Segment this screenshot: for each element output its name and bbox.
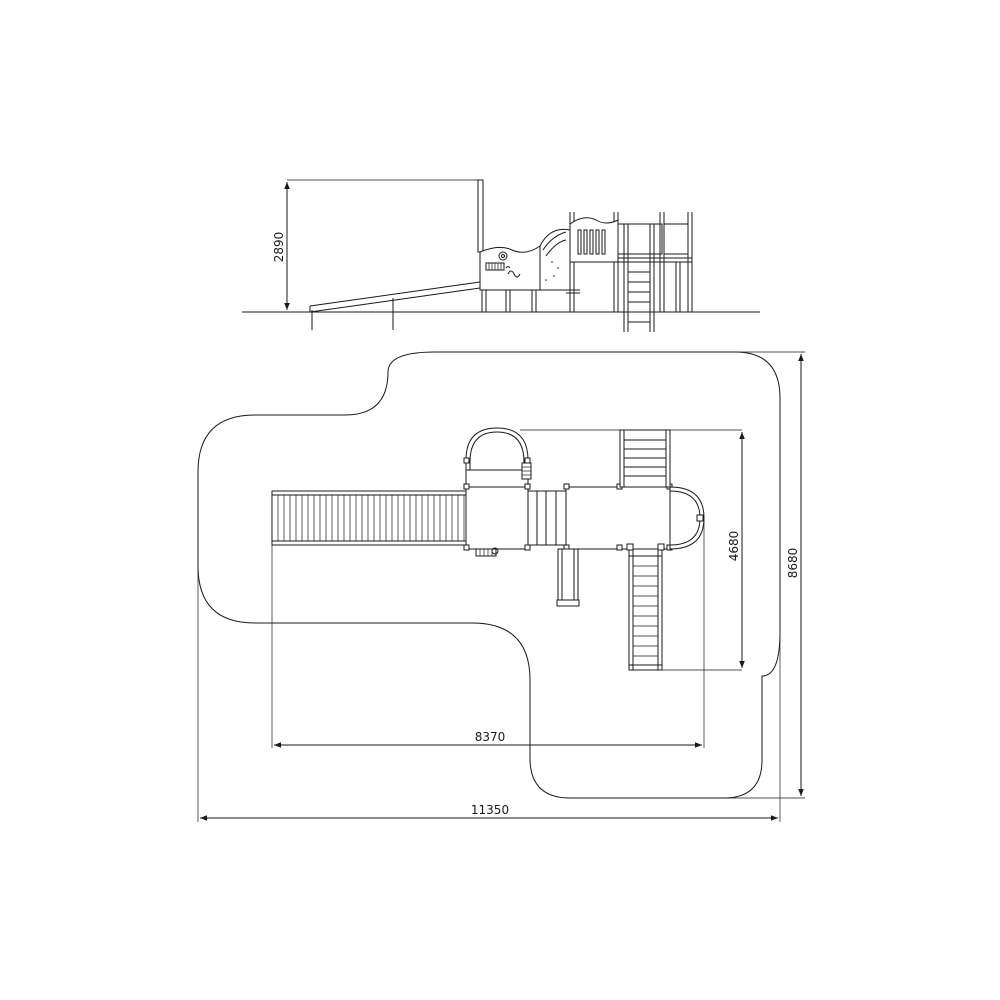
spring-ornament-plan-icon — [475, 548, 497, 557]
width-inner-label: 8370 — [475, 730, 506, 744]
depth-outer-label: 8680 — [786, 548, 800, 579]
ornament-circle-icon — [498, 251, 508, 261]
width-outer-label: 11350 — [471, 803, 509, 817]
curved-panel-plan — [669, 486, 705, 550]
climbing-wall-side — [539, 228, 571, 291]
right-tower-side — [617, 212, 693, 332]
ornament-wave-icon — [507, 270, 521, 278]
safety-zone-outline — [197, 351, 781, 799]
slide-plan — [626, 543, 665, 671]
depth-inner-label: 4680 — [727, 531, 741, 562]
side-elevation-view: 2890 — [242, 179, 760, 332]
fire-pole-plan — [556, 548, 580, 607]
ladder-plan — [619, 429, 671, 488]
right-tower-deck — [565, 486, 671, 550]
ramp-plan — [271, 490, 467, 546]
flag-post — [477, 179, 484, 253]
middle-tower-side — [566, 212, 619, 312]
plan-view: 4680 8680 8370 11350 — [197, 351, 805, 822]
left-tower-deck — [465, 486, 529, 550]
height-dimension-label: 2890 — [272, 232, 286, 263]
left-tower-side — [479, 245, 541, 312]
ramp-side — [309, 281, 481, 330]
bridge-plan — [527, 490, 567, 546]
arched-roof-plan — [465, 427, 529, 488]
